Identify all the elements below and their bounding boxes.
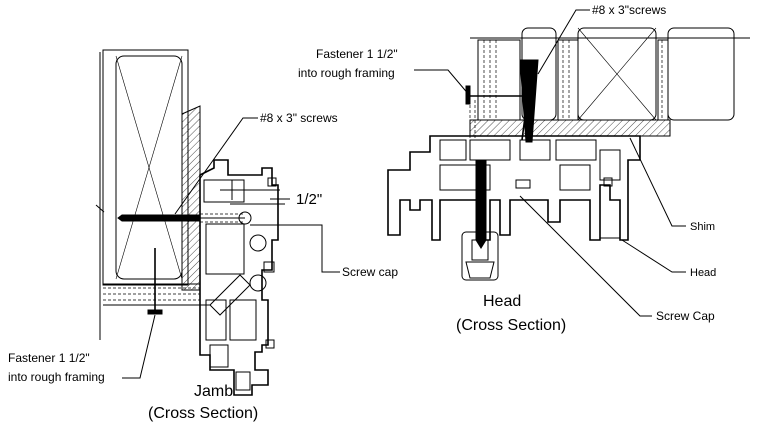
jamb-horizontal-screw [117, 213, 245, 223]
jamb-fastener-label-2: into rough framing [8, 370, 105, 384]
head-glass-units [477, 27, 735, 121]
head-subtitle: (Cross Section) [456, 317, 566, 334]
head-vertical-screw [461, 159, 499, 281]
head-leader [621, 239, 686, 273]
jamb-fastener-leader [122, 314, 156, 379]
head-angled-screw [519, 59, 539, 143]
jamb-screw-cap-label: Screw cap [342, 265, 398, 279]
jamb-glass-cross-b [115, 55, 183, 280]
head-screw-cap-label: Screw Cap [656, 309, 715, 323]
dimension-label: 1/2" [296, 191, 322, 208]
jamb-title: Jamb [194, 383, 233, 400]
head-screws-label: #8 x 3"screws [592, 3, 666, 17]
head-section: #8 x 3"screws Fastener 1 1/2" into rough… [298, 3, 750, 334]
head-fastener-label-1: Fastener 1 1/2" [316, 47, 398, 61]
shim-leader [629, 137, 686, 227]
head-label: Head [690, 267, 716, 279]
head-title: Head [483, 293, 521, 310]
head-fastener-label-2: into rough framing [298, 66, 395, 80]
head-screw-cap-leader [519, 195, 652, 317]
jamb-vertical-fastener [147, 248, 163, 315]
head-screws-leader [537, 9, 590, 75]
head-frame-profile [387, 135, 641, 241]
jamb-screws-label: #8 x 3" screws [260, 111, 338, 125]
jamb-section: 1/2" #8 x 3" screws Screw cap Fastener 1… [8, 49, 398, 422]
jamb-screw-cap-leader [250, 224, 340, 273]
jamb-screws-leader [174, 117, 258, 215]
jamb-shim [181, 105, 201, 291]
dimension-marker [220, 180, 290, 205]
jamb-fastener-label-1: Fastener 1 1/2" [8, 351, 90, 365]
jamb-frame-profile [199, 159, 279, 396]
shim-label: Shim [690, 221, 715, 233]
head-fastener-leader [414, 69, 471, 97]
head-shim [469, 119, 671, 137]
head-horizontal-fastener [465, 85, 532, 140]
jamb-subtitle: (Cross Section) [148, 405, 258, 422]
